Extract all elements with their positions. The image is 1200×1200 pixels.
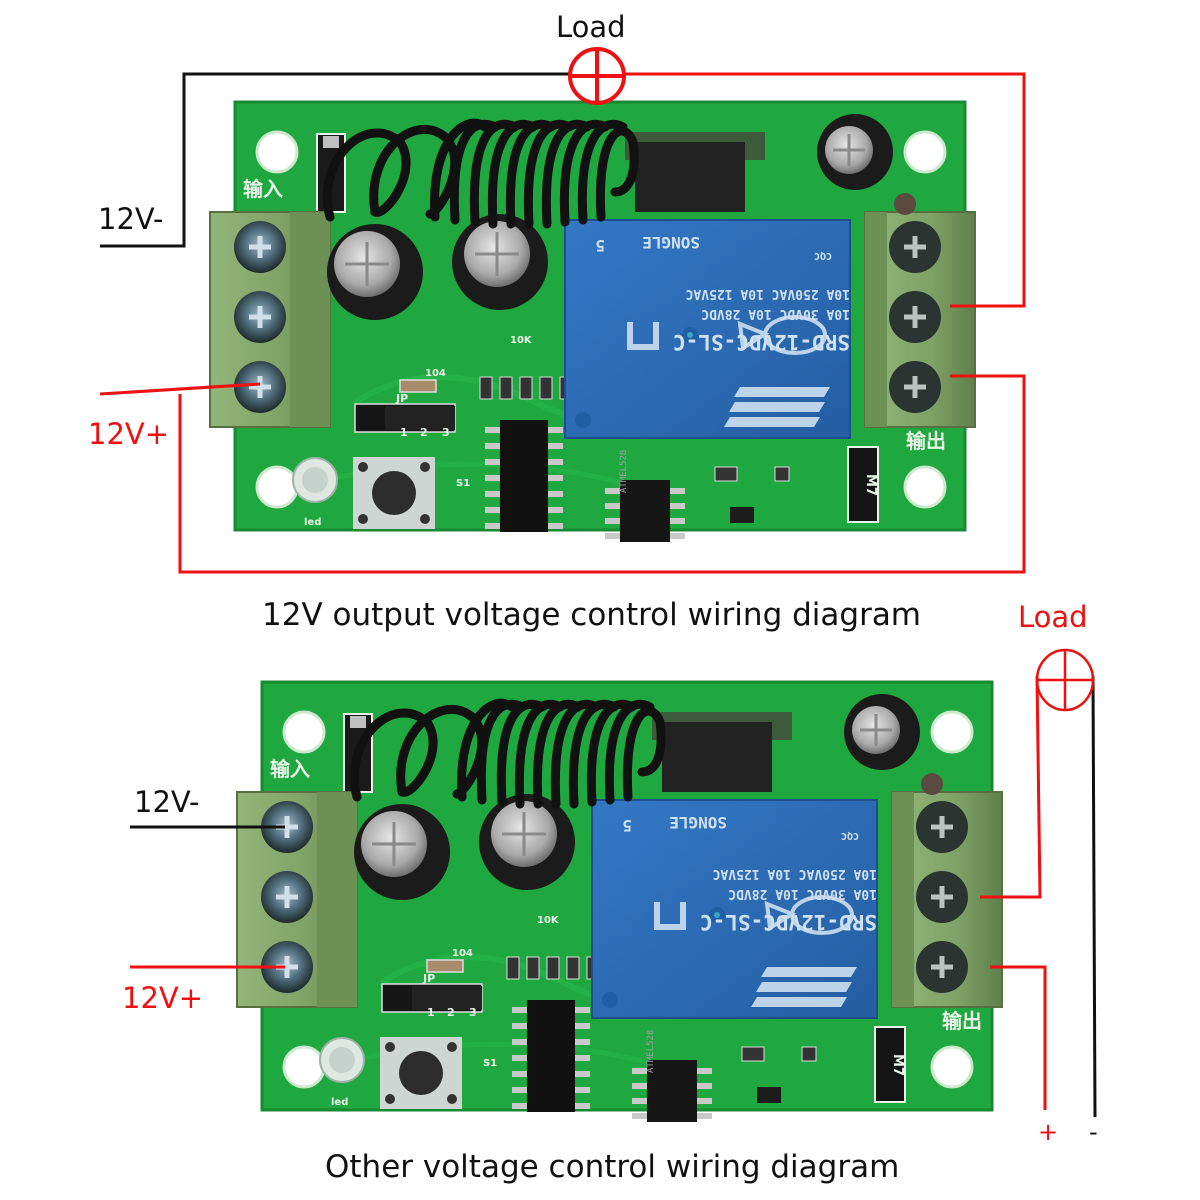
relay-model: SRD-12VDC-SL-C xyxy=(673,330,850,354)
relay-to-load-wire xyxy=(980,675,1042,899)
load-label: Load xyxy=(1018,600,1088,634)
eeprom-text: ATMEL528 xyxy=(619,450,629,493)
jumper-pin-2: 2 xyxy=(420,426,428,439)
load-symbol xyxy=(1035,648,1095,712)
output-positive-label: + xyxy=(1038,1118,1058,1146)
eeprom-text: ATMEL528 xyxy=(646,1030,656,1073)
relay-board-bottom xyxy=(237,682,1002,1122)
resistor-10k-label: 10K xyxy=(510,335,533,346)
board-silkscreen-top: 输入 输出 JP 104 10K 1 2 3 S1 led ATMEL528 M… xyxy=(243,177,946,528)
relay-rating-2: 10A 250VAC 10A 125VAC xyxy=(713,866,877,881)
cap-104-label: 104 xyxy=(425,368,446,379)
cap-104-label: 104 xyxy=(452,948,473,959)
relay-rating-2: 10A 250VAC 10A 125VAC xyxy=(686,286,850,301)
jumper-pin-1: 1 xyxy=(400,426,408,439)
input-silk-label: 输入 xyxy=(243,177,283,201)
jumper-label: JP xyxy=(395,392,408,405)
jumper-pin-1: 1 xyxy=(427,1006,435,1019)
jumper-pin-3: 3 xyxy=(442,426,450,439)
jumper-label: JP xyxy=(422,972,435,985)
wiring-bottom: Load 12V- 12V+ + - xyxy=(122,600,1098,1146)
diode-label: M7 xyxy=(863,474,878,496)
resistor-10k-label: 10K xyxy=(537,915,560,926)
relay-pin-number: 5 xyxy=(595,236,605,255)
wiring-top: Load 12V- 12V+ xyxy=(88,10,1026,574)
input-negative-label: 12V- xyxy=(134,785,200,819)
button-label: S1 xyxy=(456,478,470,489)
relay-rating-1: 10A 30VDC 10A 28VDC xyxy=(728,886,877,901)
relay-cqc: CQC xyxy=(841,830,859,841)
input-positive-label: 12V+ xyxy=(88,417,169,451)
caption-bottom: Other voltage control wiring diagram xyxy=(325,1149,899,1185)
relay-brand: SONGLE xyxy=(642,233,700,252)
diagram-top: 输入 输出 JP 104 10K 1 2 3 S1 led ATMEL528 M… xyxy=(88,10,1026,633)
diode-label: M7 xyxy=(890,1054,905,1076)
caption-top: 12V output voltage control wiring diagra… xyxy=(262,597,921,633)
input-silk-label: 输入 xyxy=(270,757,310,781)
output-silk-label: 输出 xyxy=(942,1009,982,1033)
negative-wire-to-load xyxy=(100,72,570,248)
load-to-relay-wire xyxy=(624,72,1026,308)
positive-input-wire xyxy=(99,382,261,396)
load-label: Load xyxy=(556,10,626,44)
jumper-pin-2: 2 xyxy=(447,1006,455,1019)
relay-cqc: CQC xyxy=(814,250,832,261)
relay-model: SRD-12VDC-SL-C xyxy=(700,910,877,934)
negative-output-wire xyxy=(1091,675,1097,1118)
button-label: S1 xyxy=(483,1058,497,1069)
led-label: led xyxy=(304,517,321,528)
relay-rating-1: 10A 30VDC 10A 28VDC xyxy=(701,306,850,321)
input-negative-label: 12V- xyxy=(98,202,164,236)
output-negative-label: - xyxy=(1089,1118,1098,1146)
led-label: led xyxy=(331,1097,348,1108)
input-positive-label: 12V+ xyxy=(122,981,203,1015)
positive-loop-wire xyxy=(178,374,1026,574)
output-silk-label: 输出 xyxy=(906,429,946,453)
load-symbol xyxy=(568,47,626,105)
jumper-pin-3: 3 xyxy=(469,1006,477,1019)
diagram-bottom: 输入 输出 JP 104 10K 1 2 3 S1 led ATMEL528 M… xyxy=(122,600,1098,1185)
positive-output-wire xyxy=(990,965,1047,1110)
relay-pin-number: 5 xyxy=(622,816,632,835)
board-silkscreen-bottom: 输入 输出 JP 104 10K 1 2 3 S1 led ATMEL528 M… xyxy=(270,757,982,1108)
relay-brand: SONGLE xyxy=(669,813,727,832)
relay-board-top xyxy=(210,102,975,542)
